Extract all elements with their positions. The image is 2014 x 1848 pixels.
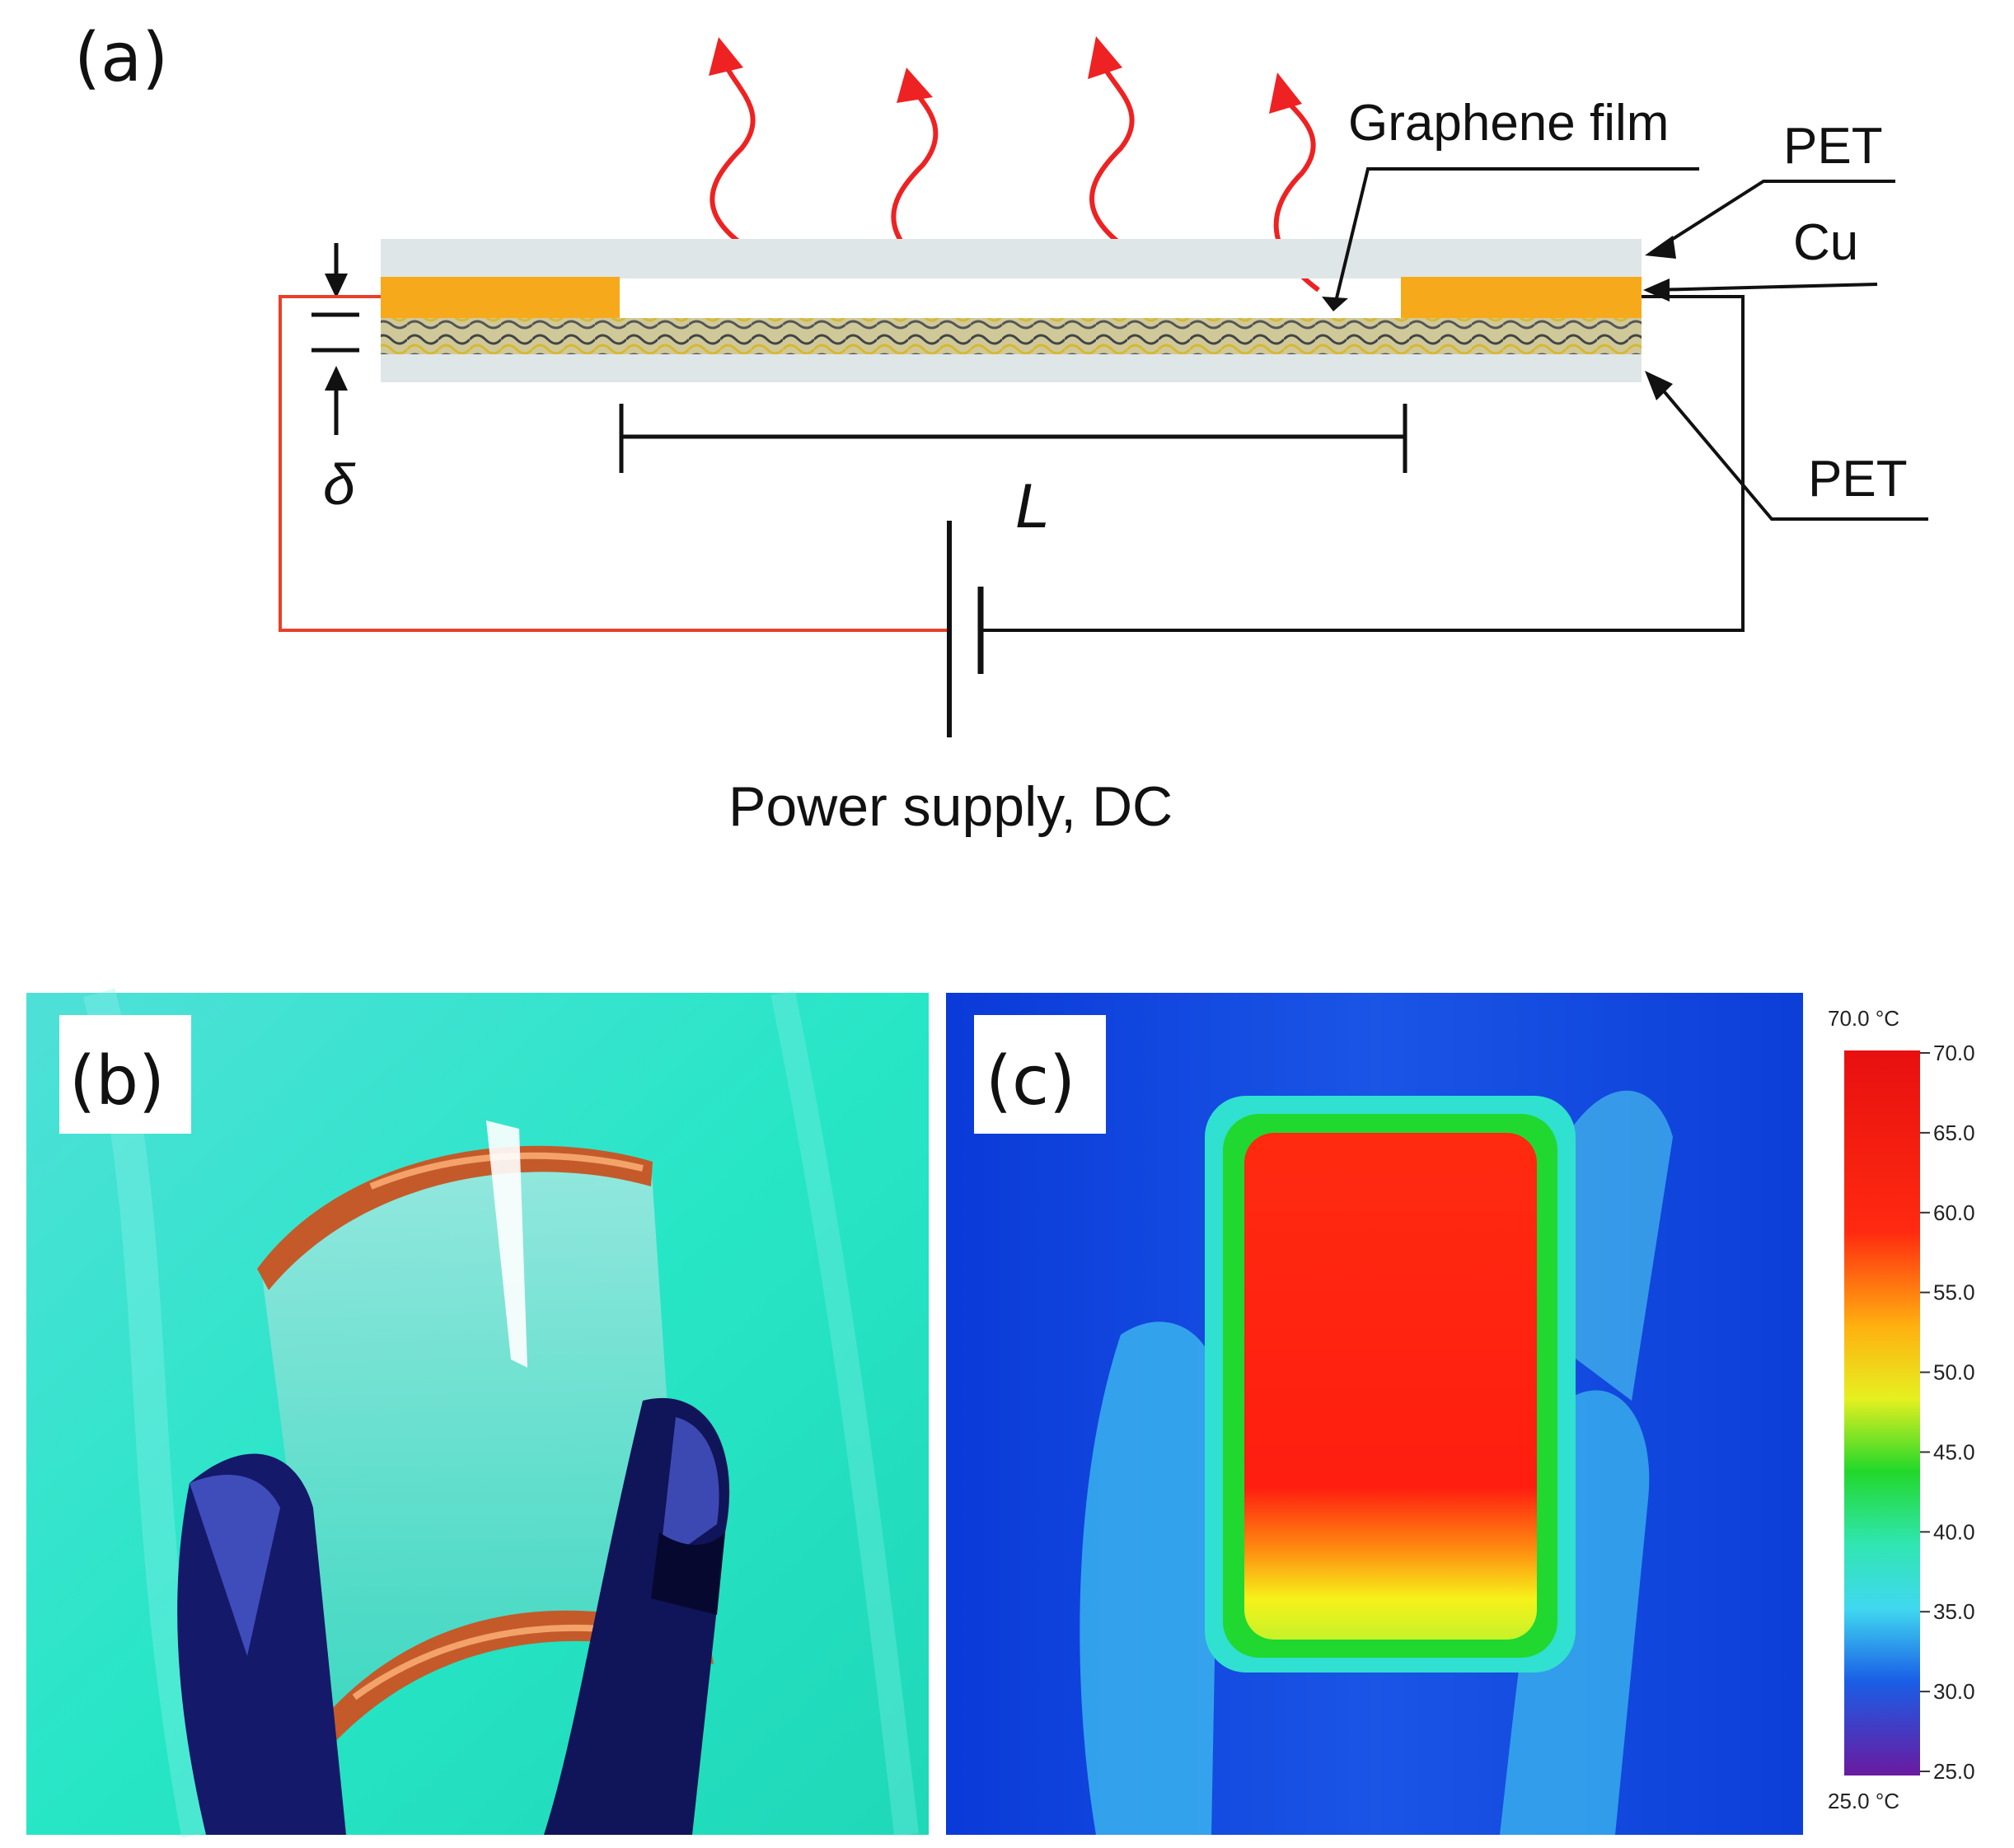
panel-a: (a) [74, 19, 1928, 838]
power-supply-label: Power supply, DC [728, 775, 1173, 838]
scale-tick-label: 40.0 [1933, 1519, 1975, 1544]
wire-positive [279, 295, 948, 632]
panel-c-tag-box [974, 1015, 1106, 1134]
panel-c-tag: (c) [986, 1042, 1075, 1120]
scale-tick-label: 50.0 [1933, 1360, 1975, 1385]
callout-pet-top: PET [1645, 118, 1895, 259]
wire-negative [981, 295, 1745, 632]
scale-tick-label: 55.0 [1933, 1280, 1975, 1305]
thickness-indicator [311, 243, 359, 435]
scale-ticks: 70.0 65.0 60.0 55.0 50.0 45.0 40.0 35.0 30.0 25.0 [1920, 1041, 1975, 1784]
scale-max-label: 70.0 °C [1828, 1006, 1899, 1031]
graphene-film-label: Graphene film [1348, 95, 1669, 152]
scale-tick-label: 30.0 [1933, 1679, 1975, 1704]
scale-tick-label: 70.0 [1933, 1041, 1975, 1065]
pet-top-layer [381, 239, 1642, 278]
gloved-hand [177, 1397, 730, 1835]
scale-tick-label: 65.0 [1933, 1120, 1975, 1145]
length-label: L [1015, 471, 1050, 541]
scale-tick-label: 35.0 [1933, 1599, 1975, 1624]
cu-electrode-left [381, 277, 620, 318]
heat-arrow-3 [1088, 36, 1139, 258]
cu-label: Cu [1793, 214, 1858, 271]
panel-a-tag: (a) [74, 19, 168, 97]
scale-tick-label: 60.0 [1933, 1200, 1975, 1225]
callout-cu: Cu [1643, 214, 1878, 302]
pet-top-label: PET [1783, 118, 1883, 175]
temperature-scale: 70.0 °C 25.0 °C 70.0 65.0 60.0 55.0 50.0 45.0… [1828, 1006, 1975, 1813]
scale-bar [1844, 1050, 1920, 1775]
scale-min-label: 25.0 °C [1828, 1789, 1899, 1813]
panel-b: (b) [26, 988, 929, 1838]
pet-bottom-label: PET [1808, 451, 1908, 508]
thickness-label: δ [323, 452, 356, 517]
length-bar [619, 404, 1407, 473]
scale-tick-label: 45.0 [1933, 1439, 1975, 1464]
callout-graphene: Graphene film [1322, 95, 1699, 311]
battery-symbol [947, 521, 984, 737]
callout-pet-bottom: PET [1645, 371, 1928, 521]
heater-hot-zone [1244, 1133, 1537, 1640]
panel-b-tag: (b) [69, 1042, 165, 1120]
pet-bottom-layer [381, 354, 1642, 382]
heat-arrow-1 [709, 37, 756, 255]
scale-tick-label: 25.0 [1933, 1759, 1975, 1784]
panel-b-tag-box [59, 1015, 191, 1134]
graphene-film-layer [381, 318, 1642, 354]
cu-electrode-right [1401, 277, 1642, 318]
panel-c: (c) [946, 993, 1803, 1835]
